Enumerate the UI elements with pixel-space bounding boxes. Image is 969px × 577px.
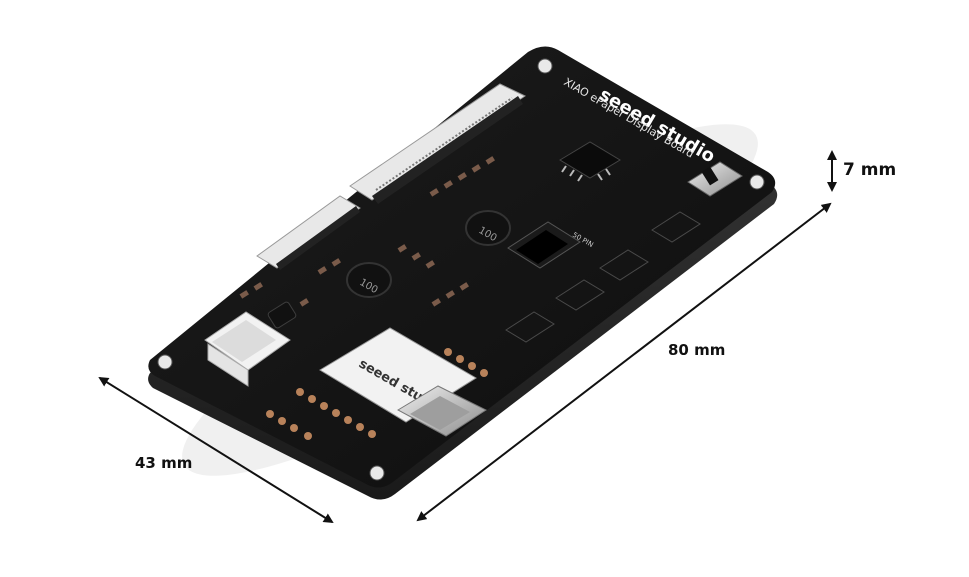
small-inductor [267, 301, 297, 329]
height-dimension-label: 7 mm [843, 160, 897, 180]
length-dimension-label: 80 mm [668, 341, 726, 359]
ic-chip [559, 141, 621, 182]
mounting-holes [157, 58, 765, 481]
inductor-top: 100 [465, 210, 511, 246]
inductor-left: 100 [346, 262, 392, 298]
slide-switch [687, 161, 743, 197]
length-arrow [416, 202, 832, 522]
small-fpc-connector [256, 195, 361, 270]
battery-connector [204, 311, 291, 387]
fpc-connector [349, 83, 526, 204]
width-arrow [98, 376, 334, 524]
width-dimension-label: 43 mm [135, 454, 193, 472]
